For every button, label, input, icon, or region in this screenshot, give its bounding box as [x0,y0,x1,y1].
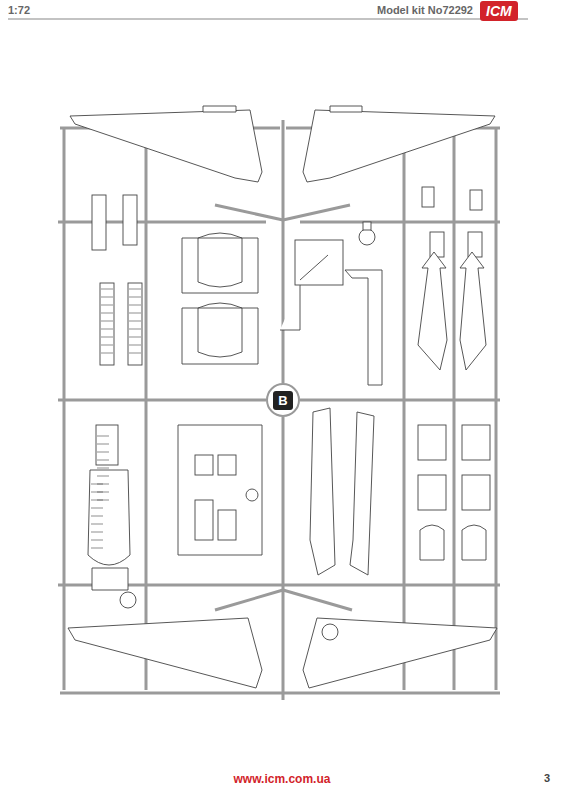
parts [68,106,497,688]
sprue-runners [58,120,500,700]
ladder-detail [91,289,141,548]
sprue-letter-text: B [273,391,292,410]
sprue-letter: B [266,383,300,417]
page-number: 3 [544,772,550,784]
brand-logo: ICM [480,1,518,21]
header-rule [8,18,528,19]
logo-text: ICM [486,3,512,19]
website: www.icm.com.ua [234,772,331,786]
kit-number: Model kit No72292 [377,4,473,16]
scale-label: 1:72 [8,4,30,16]
